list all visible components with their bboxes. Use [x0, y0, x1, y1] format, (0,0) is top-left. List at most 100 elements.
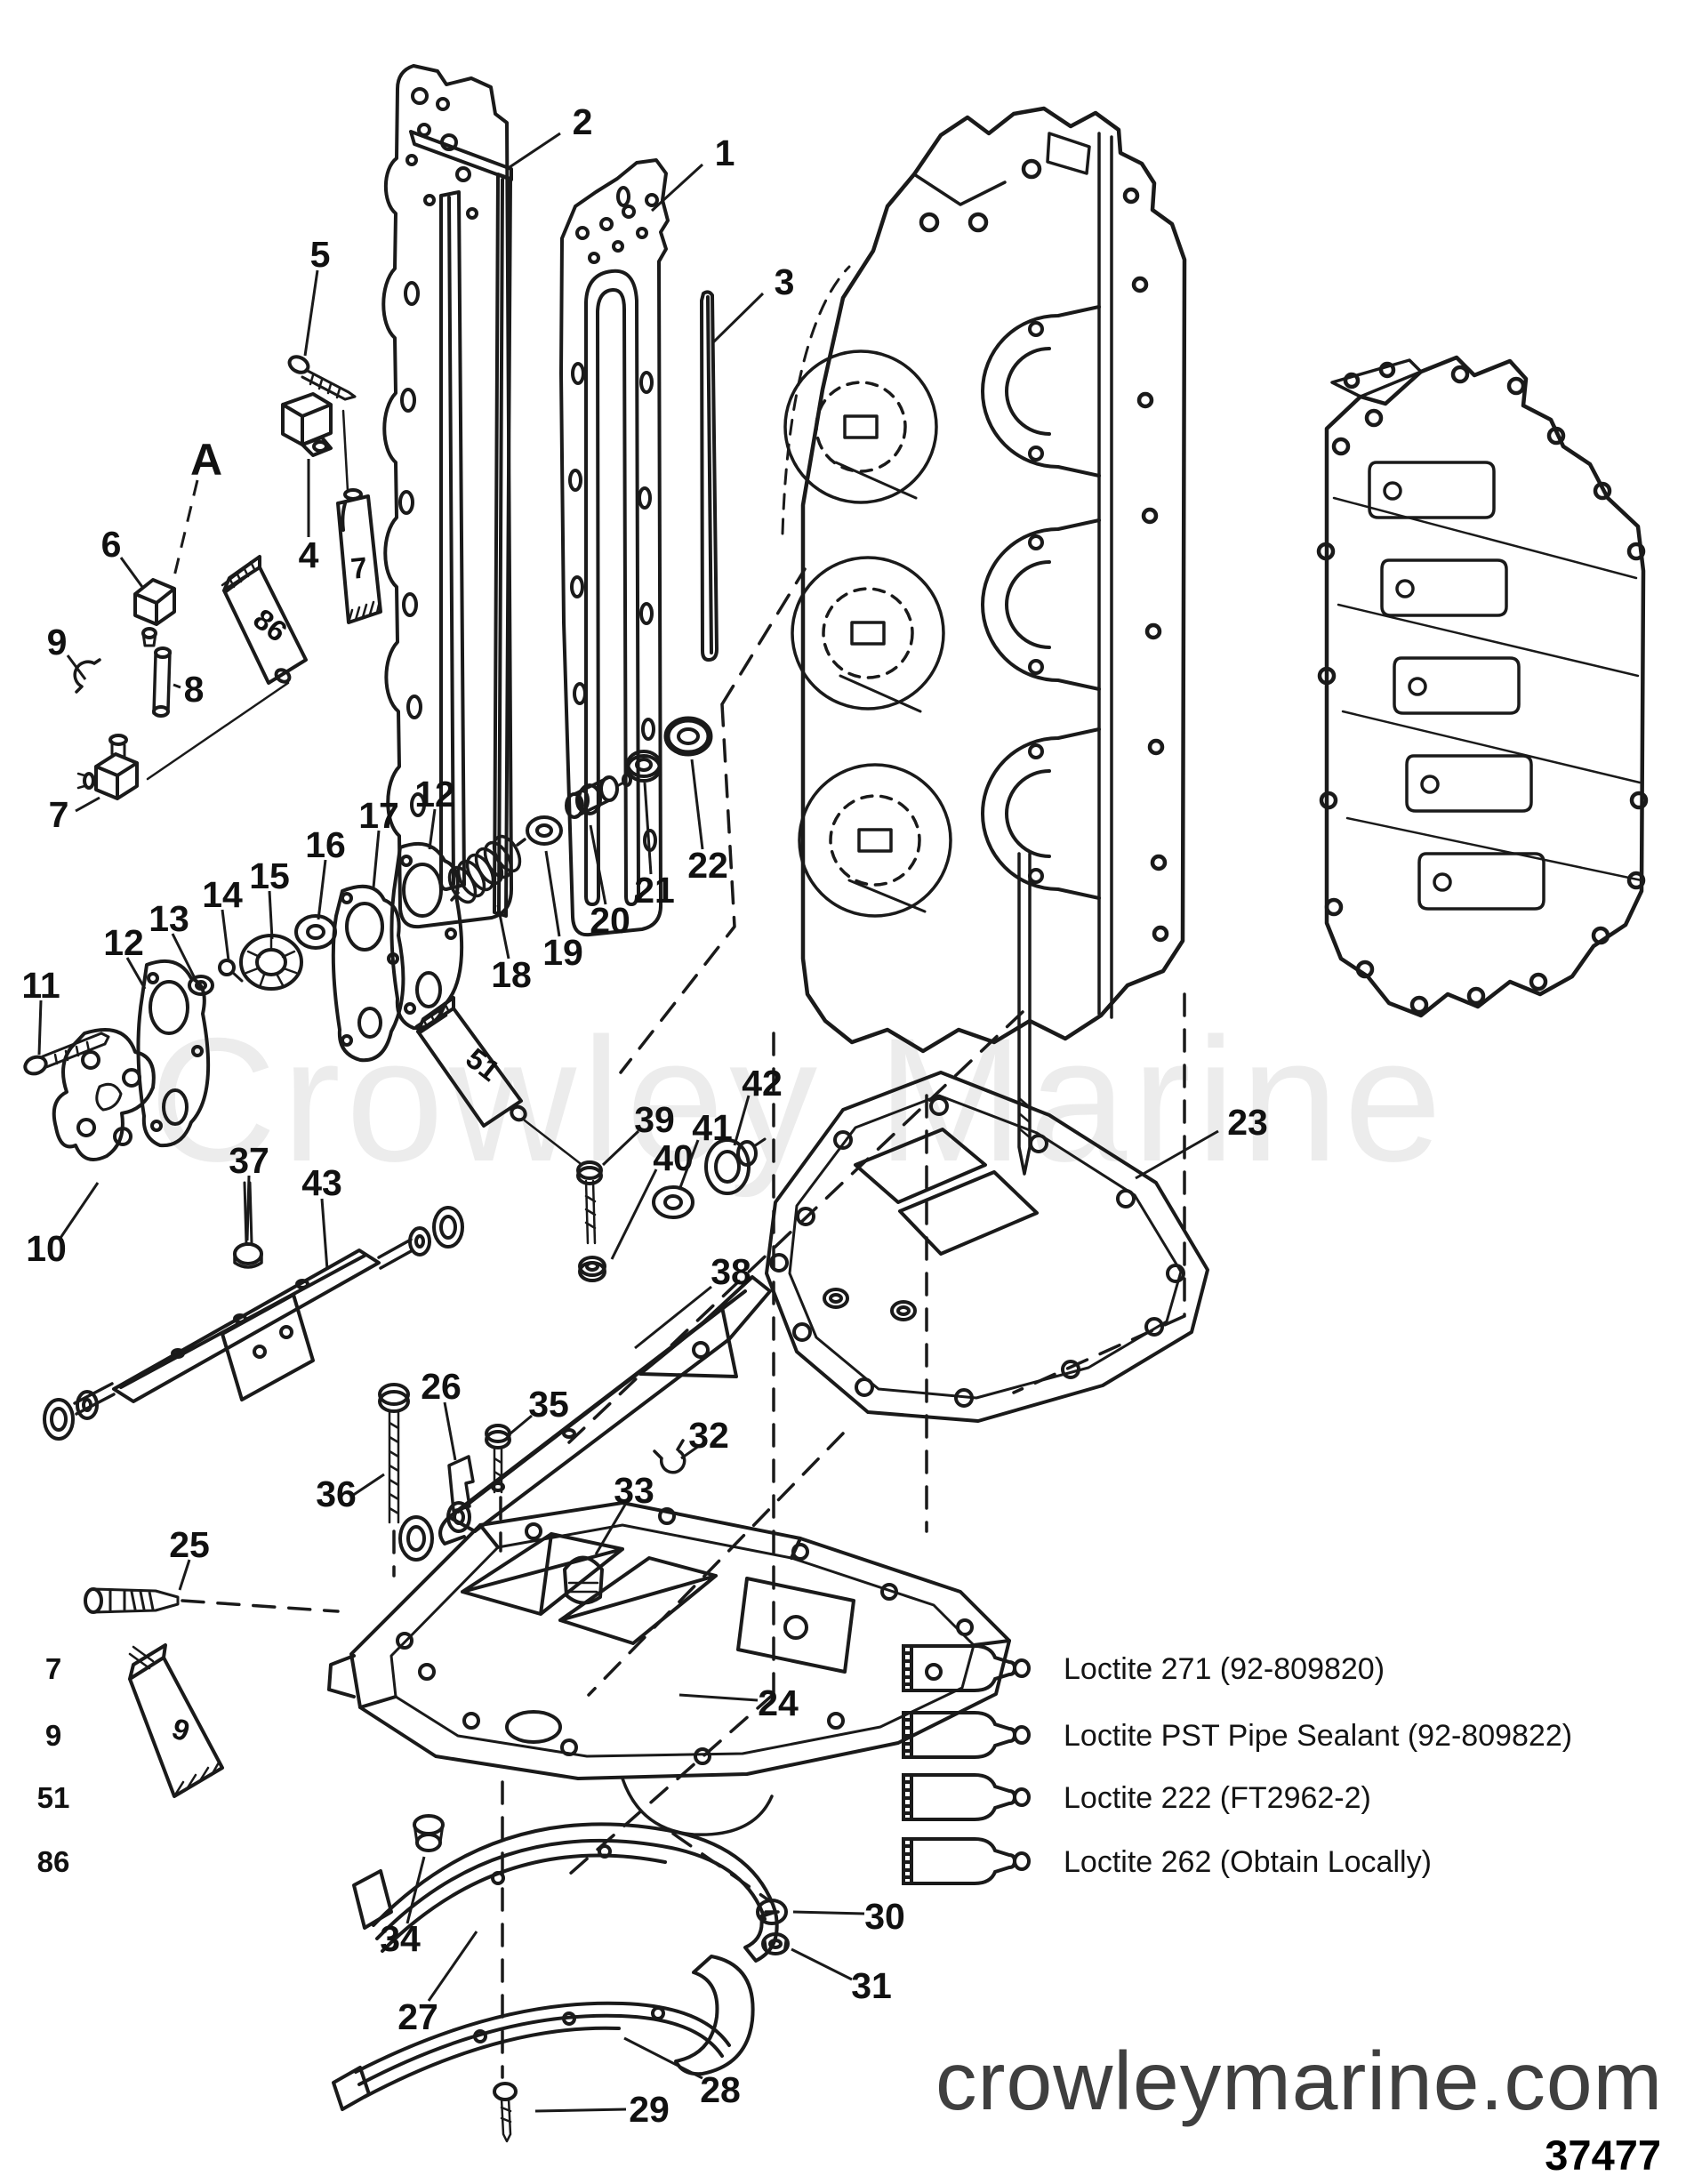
leader-line-40: [610, 1168, 658, 1260]
callout-26: 26: [421, 1366, 462, 1407]
part-5-screw: [287, 355, 357, 401]
leader-line-5: [303, 269, 319, 357]
callout-23: 23: [1227, 1102, 1268, 1143]
leader-line-22: [690, 759, 704, 850]
part-9-clip: [73, 658, 101, 694]
part-41-washer: [652, 1185, 694, 1219]
callout-16: 16: [305, 824, 346, 865]
legend-item-3-label: Loctite 222 (FT2962-2): [1064, 1781, 1371, 1815]
callout-36: 36: [316, 1473, 357, 1514]
callout-34: 34: [380, 1918, 421, 1959]
callout-30: 30: [864, 1896, 905, 1937]
leader-line-18: [496, 904, 510, 960]
part-34-grommet: [413, 1814, 445, 1852]
leader-line-32: [680, 1444, 700, 1460]
callout-4: 4: [299, 534, 319, 575]
part-36-bolt: [378, 1383, 410, 1524]
callout-20: 20: [590, 900, 630, 941]
callout-29: 29: [629, 2089, 670, 2130]
callout-32: 32: [688, 1415, 729, 1456]
website-text: crowleymarine.com: [935, 2035, 1663, 2127]
leader-line-25: [178, 1559, 191, 1591]
callout-41: 41: [692, 1107, 733, 1148]
drawing-number: 37477: [1545, 2132, 1661, 2179]
part-13-washer: [188, 975, 214, 996]
callout-A: A: [190, 435, 222, 485]
callout-1: 1: [715, 132, 735, 173]
legend-item-2-label: Loctite PST Pipe Sealant (92-809822): [1064, 1719, 1572, 1753]
part-14-screw: [218, 959, 244, 983]
callout-22: 22: [687, 845, 728, 886]
leader-line-29: [534, 2108, 627, 2113]
leader-line-2: [509, 132, 561, 169]
leader-line-19: [544, 850, 561, 937]
callout-7: 7: [49, 794, 69, 835]
callout-14: 14: [202, 874, 243, 915]
leader-line-12: [428, 808, 437, 850]
leader-line-42: [733, 1095, 751, 1146]
legend-tube-86-number: 86: [37, 1845, 70, 1878]
callout-12: 12: [103, 922, 144, 963]
leader-line-14: [221, 909, 230, 961]
cylinder-block: [781, 106, 1187, 1176]
sealant-tube-51: [414, 996, 582, 1165]
legend-tube-51-number: 51: [37, 1781, 70, 1814]
leader-line-28: [623, 2036, 703, 2080]
leader-line-7: [75, 796, 100, 813]
leader-line-6: [119, 557, 144, 588]
callout-5: 5: [310, 234, 331, 275]
callout-15: 15: [249, 855, 290, 896]
leader-line-41: [678, 1139, 700, 1191]
part-23-adapter-gasket: [765, 1071, 1209, 1423]
tube-number-7: 7: [349, 550, 369, 585]
legend-tube-7-number: 7: [45, 1652, 61, 1685]
part-19-washer: [526, 815, 563, 846]
part-25-fitting: [84, 1587, 180, 1614]
callout-19: 19: [542, 932, 583, 973]
leader-line-26: [443, 1401, 457, 1461]
callout-13: 13: [149, 898, 189, 939]
leader-line-8: [173, 683, 181, 689]
legend-item-4-label: Loctite 262 (Obtain Locally): [1064, 1845, 1432, 1879]
part-10-end-cap: [52, 1028, 156, 1161]
part-1-gasket: [559, 158, 670, 937]
part-20-valve-body: [565, 773, 632, 819]
part-4-clamp: [281, 392, 333, 457]
part-39-bolt: [576, 1160, 603, 1245]
crankcase-cover: [1316, 355, 1649, 1018]
leader-line-A: [173, 479, 199, 577]
leader-line-37: [245, 1175, 251, 1241]
callout-39: 39: [634, 1099, 675, 1140]
leader-line-34: [405, 1856, 426, 1924]
part-18-spring: [447, 834, 526, 904]
part-37-bolt: [233, 1181, 263, 1269]
leader-line-23: [1135, 1129, 1219, 1180]
callout-28: 28: [700, 2069, 741, 2110]
legend-tube-9-number: 9: [45, 1719, 61, 1752]
callout-43: 43: [301, 1162, 342, 1203]
callout-31: 31: [851, 1965, 892, 2006]
leader-line-33: [594, 1504, 627, 1555]
callout-35: 35: [528, 1384, 569, 1425]
callout-2: 2: [573, 101, 593, 142]
leader-line-16: [317, 859, 327, 920]
part-2-divider-plate: [381, 64, 513, 929]
leader-line-27: [427, 1931, 478, 2002]
callout-9: 9: [47, 622, 68, 662]
leader-line-17: [372, 830, 381, 888]
leader-line-11: [37, 1000, 43, 1056]
callout-24: 24: [758, 1682, 799, 1723]
leader-line-36: [351, 1473, 385, 1497]
leader-line-1: [650, 163, 704, 213]
alignment-dashed-lines: [181, 567, 1186, 2079]
part-3-seal-rod: [700, 290, 719, 662]
leader-line-35: [510, 1414, 533, 1435]
legend: 7 9 51 86 Loctite 271 (92-809820) Loctit…: [37, 1644, 1572, 1885]
diagram-line-art: [23, 64, 1649, 2143]
callout-6: 6: [101, 524, 122, 565]
callout-12: 12: [414, 774, 455, 815]
part-30-washer: [756, 1899, 788, 1925]
callout-11: 11: [21, 965, 60, 1006]
